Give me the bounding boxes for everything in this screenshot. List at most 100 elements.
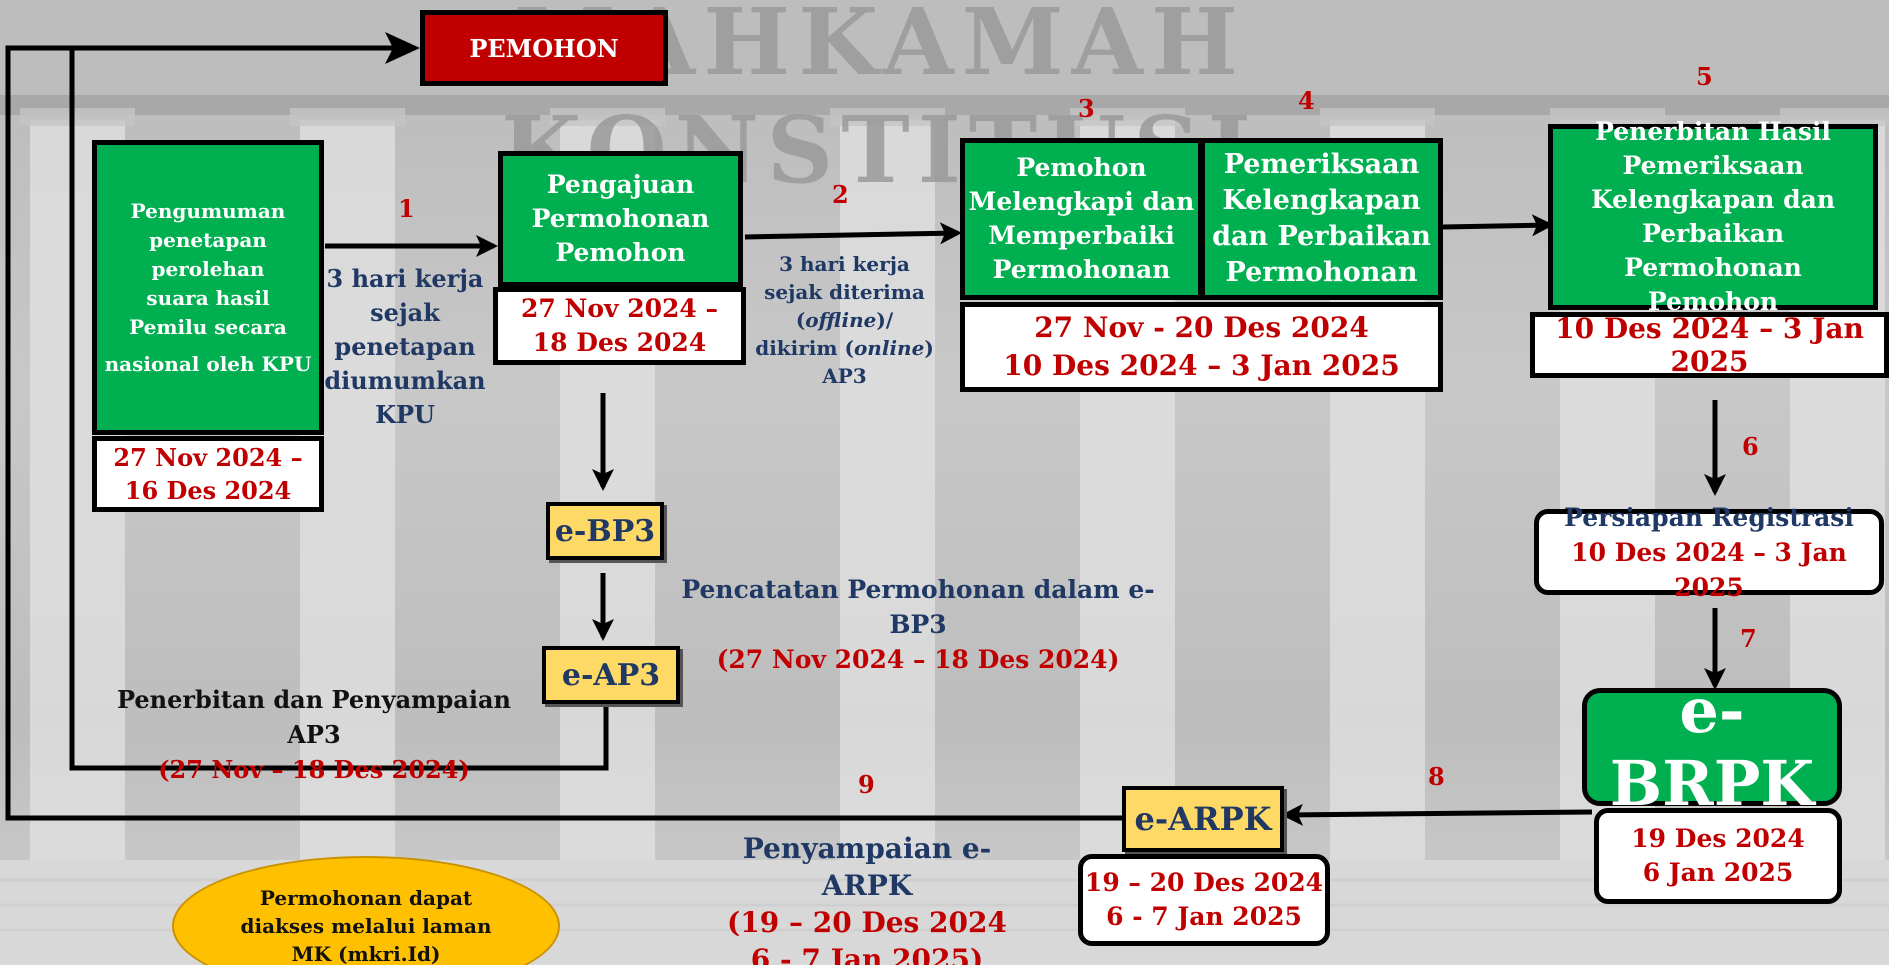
pengumuman-box: Pengumuman penetapan perolehan suara has… — [92, 140, 324, 435]
step1-note-line: KPU — [375, 400, 435, 429]
earpk-date-box: 19 – 20 Des 2024 6 - 7 Jan 2025 — [1078, 854, 1330, 946]
ebrpk-date-box: 19 Des 2024 6 Jan 2025 — [1594, 808, 1842, 904]
pemohon-label: PEMOHON — [469, 33, 619, 63]
persiapan-title: Persiapan Registrasi — [1564, 502, 1854, 532]
step2-note-line: 3 hari kerja — [779, 252, 910, 276]
step34-date-line: 27 Nov - 20 Des 2024 — [1034, 311, 1369, 344]
pencatatan-note: Pencatatan Permohonan dalam e-BP3 (27 No… — [676, 572, 1160, 677]
step34-date-box: 27 Nov - 20 Des 2024 10 Des 2024 – 3 Jan… — [960, 302, 1443, 392]
pengajuan-line: Permohonan — [531, 204, 710, 233]
pengumuman-line: suara hasil — [146, 285, 270, 310]
step-number-7: 7 — [1740, 624, 1757, 653]
ebp3-box: e-BP3 — [546, 502, 664, 560]
earpk-date-line: 6 - 7 Jan 2025 — [1106, 902, 1302, 931]
pengajuan-date-line: 18 Des 2024 — [532, 328, 707, 357]
penerbitan-hasil-line: Kelengkapan dan — [1590, 185, 1836, 214]
earpk-box: e-ARPK — [1122, 786, 1284, 852]
loop-outer-line — [5, 45, 1125, 821]
pemeriksaan-line: dan Perbaikan — [1212, 221, 1431, 252]
penyampaian-title: Penyampaian e-ARPK — [742, 832, 992, 902]
pengumuman-line: Pengumuman — [130, 198, 286, 223]
step2-note-line: (offline)/ — [795, 308, 894, 332]
pengumuman-line: Pemilu secara — [129, 314, 287, 339]
step-number-8: 8 — [1428, 762, 1445, 791]
oval-line: diakses melalui laman — [240, 914, 492, 938]
eap3-label: e-AP3 — [561, 657, 661, 693]
pengumuman-line: perolehan — [151, 256, 265, 281]
melengkapi-line: Permohonan — [992, 255, 1171, 284]
step5-date-box: 10 Des 2024 – 3 Jan 2025 — [1530, 312, 1889, 378]
pencatatan-title: Pencatatan Permohonan dalam e-BP3 — [681, 575, 1155, 639]
pemeriksaan-line: Permohonan — [1225, 257, 1418, 288]
earpk-date-line: 19 – 20 Des 2024 — [1084, 868, 1324, 897]
penerbitan-ap3-note: Penerbitan dan Penyampaian AP3 (27 Nov –… — [94, 682, 534, 787]
step-number-2: 2 — [832, 180, 849, 209]
ebrpk-label: e-BRPK — [1609, 674, 1815, 820]
penerbitan-hasil-line: Perbaikan Permohonan — [1624, 219, 1802, 282]
step1-note-line: penetapan — [334, 332, 476, 361]
persiapan-date: 10 Des 2024 – 3 Jan 2025 — [1571, 537, 1847, 602]
pengajuan-date-line: 27 Nov 2024 – — [520, 294, 719, 323]
pengumuman-date-line: 16 Des 2024 — [124, 476, 292, 505]
arrow-8 — [1281, 803, 1593, 826]
arrowhead-pemohon — [385, 32, 420, 64]
pengajuan-line: Pemohon — [555, 238, 686, 267]
oval-line: MK (mkri.Id) — [291, 942, 441, 965]
step1-note-line: diumumkan — [324, 366, 486, 395]
step5-date: 10 Des 2024 – 3 Jan 2025 — [1555, 312, 1864, 378]
oval-line: Permohonan dapat — [259, 886, 473, 910]
step34-date-line: 10 Des 2024 – 3 Jan 2025 — [1003, 349, 1400, 382]
step1-note: 3 hari kerja sejak penetapan diumumkan K… — [322, 262, 488, 432]
step1-note-line: 3 hari kerja — [326, 264, 484, 293]
penerbitan-hasil-line: Pemohon — [1647, 287, 1779, 316]
penerbitan-hasil-line: Penerbitan Hasil — [1595, 117, 1831, 146]
melengkapi-box: Pemohon Melengkapi dan Memperbaiki Permo… — [960, 138, 1203, 300]
step-number-9: 9 — [858, 770, 875, 799]
step-number-6: 6 — [1742, 432, 1759, 461]
ebrpk-date-line: 19 Des 2024 — [1631, 824, 1805, 853]
melengkapi-line: Pemohon — [1016, 153, 1147, 182]
arrow-2 — [744, 222, 962, 245]
akses-oval: Permohonan dapat diakses melalui laman M… — [172, 856, 560, 965]
eap3-box: e-AP3 — [542, 646, 680, 704]
step-number-5: 5 — [1696, 62, 1713, 91]
penyampaian-note: Penyampaian e-ARPK (19 – 20 Des 2024 6 -… — [706, 830, 1028, 965]
arrow-to-5 — [1442, 214, 1554, 237]
penerbitan-ap3-date: (27 Nov – 18 Des 2024) — [158, 755, 470, 784]
penerbitan-hasil-line: Pemeriksaan — [1622, 151, 1804, 180]
step-number-1: 1 — [398, 194, 415, 223]
pemeriksaan-box: Pemeriksaan Kelengkapan dan Perbaikan Pe… — [1200, 138, 1443, 300]
pengumuman-line: penetapan — [149, 227, 267, 252]
step2-note-line: sejak diterima — [764, 280, 925, 304]
step-number-4: 4 — [1298, 86, 1315, 115]
penerbitan-ap3-title: Penerbitan dan Penyampaian AP3 — [117, 685, 511, 749]
step2-note-line: AP3 — [822, 364, 867, 388]
earpk-label: e-ARPK — [1134, 800, 1272, 838]
step2-note-line: dikirim (online) — [755, 336, 934, 360]
pengumuman-date-line: 27 Nov 2024 – — [113, 443, 303, 472]
step-number-3: 3 — [1078, 94, 1095, 123]
pemohon-box: PEMOHON — [420, 10, 668, 86]
pencatatan-date: (27 Nov 2024 – 18 Des 2024) — [716, 645, 1120, 674]
pengajuan-date-box: 27 Nov 2024 – 18 Des 2024 — [493, 287, 746, 365]
melengkapi-line: Melengkapi dan — [968, 187, 1195, 216]
penyampaian-date-line: (19 – 20 Des 2024 — [727, 906, 1007, 939]
pemeriksaan-line: Pemeriksaan — [1223, 149, 1420, 180]
step1-note-line: sejak — [370, 298, 440, 327]
persiapan-registrasi-box: Persiapan Registrasi 10 Des 2024 – 3 Jan… — [1534, 503, 1884, 602]
ebp3-label: e-BP3 — [554, 513, 656, 549]
pemeriksaan-line: Kelengkapan — [1222, 185, 1421, 216]
pengajuan-box: Pengajuan Permohonan Pemohon — [498, 151, 743, 287]
ebrpk-box: e-BRPK — [1582, 674, 1842, 820]
loop-inner-line — [69, 48, 609, 771]
ebrpk-date-line: 6 Jan 2025 — [1642, 858, 1794, 887]
step2-note: 3 hari kerja sejak diterima (offline)/ d… — [752, 250, 937, 390]
melengkapi-line: Memperbaiki — [988, 221, 1175, 250]
pengumuman-line: nasional oleh KPU — [104, 351, 312, 376]
penerbitan-hasil-box: Penerbitan Hasil Pemeriksaan Kelengkapan… — [1548, 117, 1878, 316]
pengajuan-line: Pengajuan — [546, 170, 695, 199]
pengumuman-date-box: 27 Nov 2024 – 16 Des 2024 — [92, 436, 324, 512]
penyampaian-date-line: 6 - 7 Jan 2025) — [750, 943, 984, 965]
